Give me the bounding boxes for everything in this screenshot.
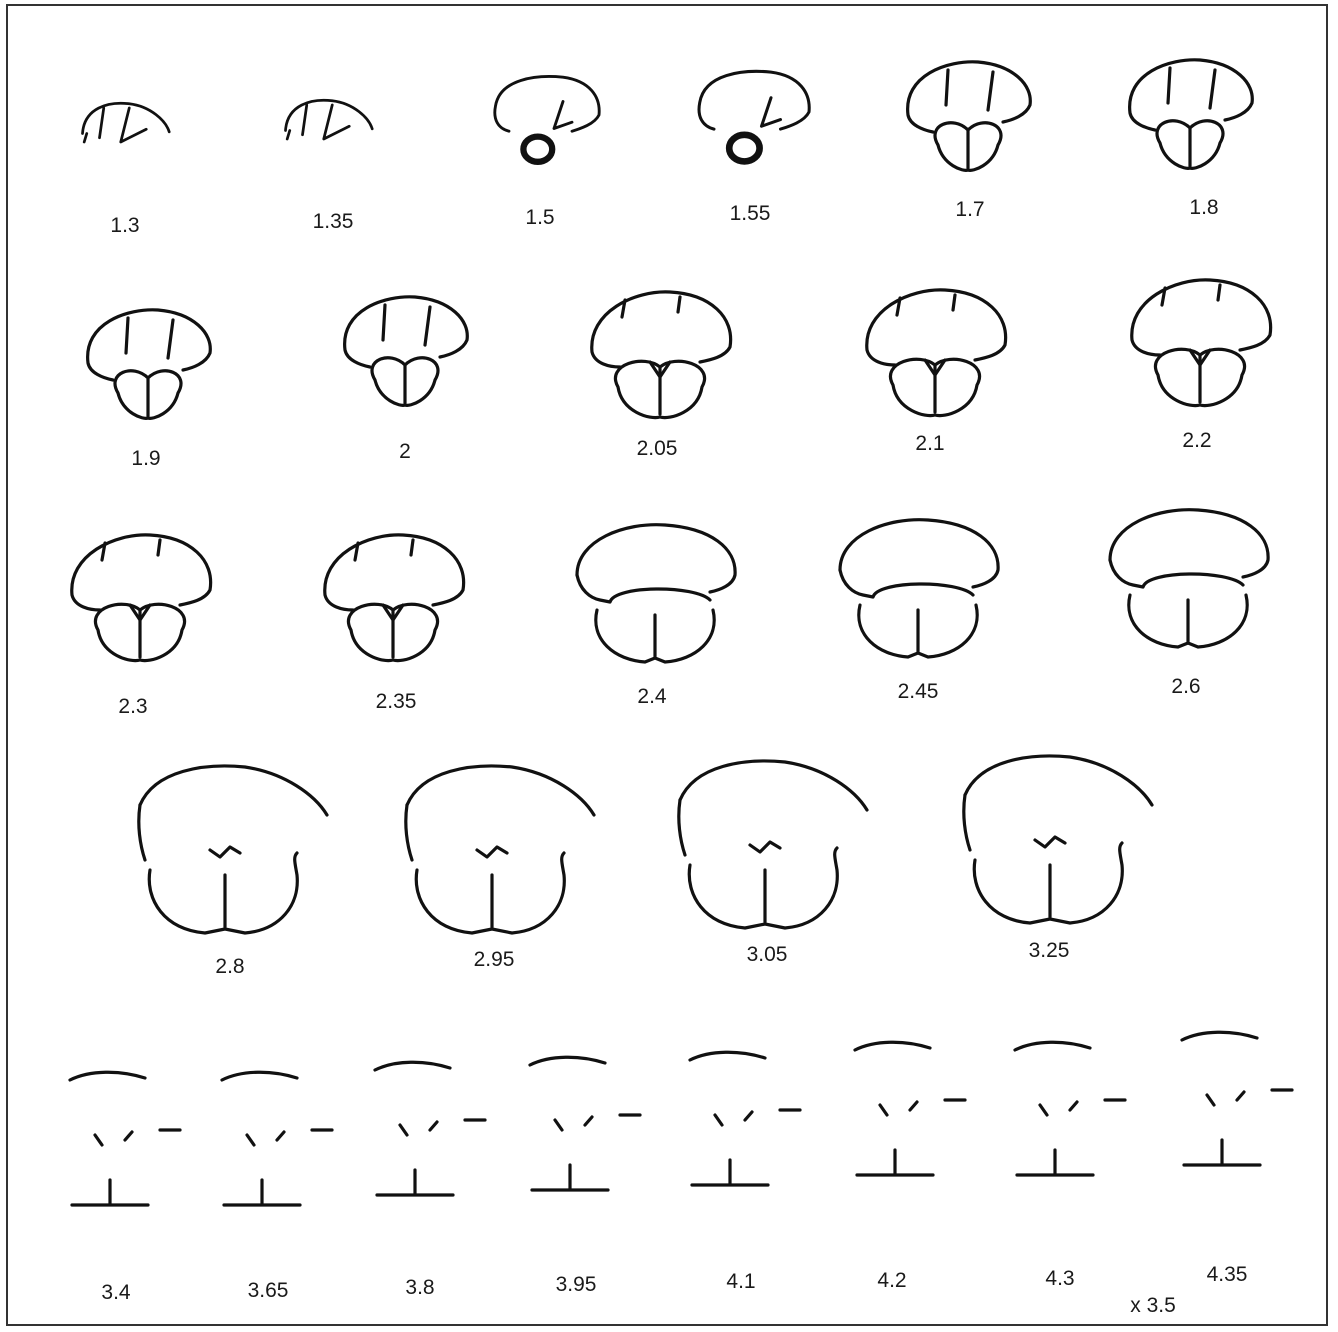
- section-drawing: [139, 766, 327, 933]
- section-drawing: [855, 1042, 965, 1175]
- section-label: 2.3: [118, 695, 147, 718]
- section-label: 4.3: [1045, 1267, 1074, 1290]
- section-label: 2.95: [474, 948, 515, 971]
- section-drawing: [577, 525, 735, 662]
- section-drawing: [964, 756, 1152, 923]
- section-drawing: [325, 535, 464, 661]
- section-label: 2: [399, 440, 411, 463]
- section-label: 3.8: [405, 1276, 434, 1299]
- section-label: 3.05: [747, 943, 788, 966]
- section-label: 1.8: [1189, 196, 1218, 219]
- section-drawing: [699, 71, 809, 161]
- section-label: 3.95: [556, 1273, 597, 1296]
- section-label: 2.2: [1182, 429, 1211, 452]
- section-label: 4.2: [877, 1269, 906, 1292]
- section-drawing: [495, 77, 599, 162]
- section-label: 2.45: [898, 680, 939, 703]
- section-drawing: [867, 290, 1006, 416]
- section-drawing: [840, 520, 998, 657]
- section-drawing: [679, 761, 867, 928]
- section-drawing: [690, 1052, 800, 1185]
- section-drawing: [83, 103, 170, 142]
- section-drawing: [406, 766, 594, 933]
- section-label: 2.6: [1171, 675, 1200, 698]
- section-label: 1.5: [525, 206, 554, 229]
- section-label: 3.65: [248, 1279, 289, 1302]
- section-drawing: [345, 297, 468, 406]
- section-label: 3.25: [1029, 939, 1070, 962]
- section-drawing: [1132, 280, 1271, 406]
- section-drawing: [1110, 510, 1268, 647]
- section-label: 2.35: [376, 690, 417, 713]
- section-label: 1.7: [955, 198, 984, 221]
- section-drawing: [908, 62, 1031, 171]
- section-label: 4.35: [1207, 1263, 1248, 1286]
- scale-note: x 3.5: [1130, 1294, 1176, 1317]
- section-label: 3.4: [101, 1281, 131, 1304]
- section-label: 1.9: [131, 447, 160, 470]
- section-label: 2.05: [637, 437, 678, 460]
- section-label: 1.55: [730, 202, 771, 225]
- section-drawing: [1015, 1042, 1125, 1175]
- section-drawing: [1182, 1032, 1292, 1165]
- section-label: 4.1: [726, 1270, 755, 1293]
- section-drawing: [530, 1057, 640, 1190]
- section-drawing: [70, 1072, 180, 1205]
- section-label: 1.3: [110, 214, 139, 237]
- section-label: 2.4: [637, 685, 667, 708]
- section-drawing: [88, 310, 211, 419]
- section-drawing: [72, 535, 211, 661]
- section-drawing: [286, 100, 373, 139]
- section-drawing: [592, 292, 731, 418]
- section-label: 2.8: [215, 955, 244, 978]
- section-drawing: [1130, 60, 1253, 169]
- section-label: 1.35: [313, 210, 354, 233]
- section-drawing: [222, 1072, 332, 1205]
- section-label: 2.1: [915, 432, 944, 455]
- section-drawing: [375, 1062, 485, 1195]
